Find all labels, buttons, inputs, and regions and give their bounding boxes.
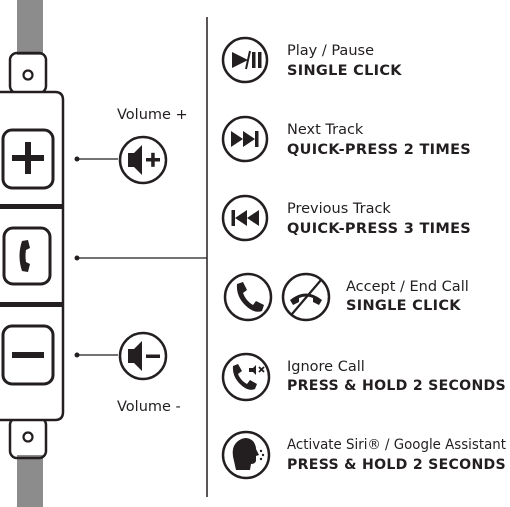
- volume-up-icon: [118, 135, 168, 185]
- volume-down-button[interactable]: [1, 324, 55, 386]
- function-title: Accept / End Call: [346, 279, 469, 295]
- remote-body: [0, 90, 65, 422]
- function-action: SINGLE CLICK: [287, 63, 402, 79]
- function-action: PRESS & HOLD 2 SECONDS: [287, 457, 506, 473]
- multi-function-button[interactable]: [2, 226, 52, 286]
- ignore-call-icon: [221, 352, 271, 402]
- function-title: Play / Pause: [287, 43, 374, 59]
- cable-bottom: [17, 455, 43, 507]
- volume-down-label: Volume -: [117, 399, 181, 415]
- function-action: QUICK-PRESS 3 TIMES: [287, 221, 471, 237]
- next-track-icon: [221, 115, 269, 163]
- bottom-connector: [8, 416, 48, 460]
- previous-track-icon: [221, 194, 269, 242]
- function-title: Previous Track: [287, 201, 391, 217]
- top-connector-hole: [22, 69, 34, 81]
- cable-top: [17, 0, 43, 55]
- function-title: Activate Siri® / Google Assistant: [287, 437, 506, 453]
- function-title: Ignore Call: [287, 359, 365, 375]
- function-list: Play / Pause SINGLE CLICK Next Track QUI…: [221, 36, 506, 480]
- separator-bottom: [0, 302, 63, 307]
- function-action: QUICK-PRESS 2 TIMES: [287, 142, 471, 158]
- separator-top: [0, 204, 63, 209]
- handset-icon: [19, 240, 30, 272]
- top-connector: [8, 51, 48, 95]
- volume-up-button[interactable]: [1, 128, 55, 190]
- phone-accept-icon: [223, 272, 273, 322]
- play-pause-icon: [221, 36, 269, 84]
- volume-up-label: Volume +: [117, 107, 188, 123]
- volume-down-icon: [118, 331, 168, 381]
- function-title: Next Track: [287, 122, 364, 138]
- minus-icon: [12, 352, 44, 358]
- function-action: PRESS & HOLD 2 SECONDS: [287, 378, 506, 394]
- phone-end-icon: [281, 272, 331, 322]
- function-action: SINGLE CLICK: [346, 298, 461, 314]
- voice-assistant-icon: [221, 430, 271, 480]
- bottom-connector-hole: [22, 431, 34, 443]
- remote-control: Volume + Volume -: [0, 0, 207, 507]
